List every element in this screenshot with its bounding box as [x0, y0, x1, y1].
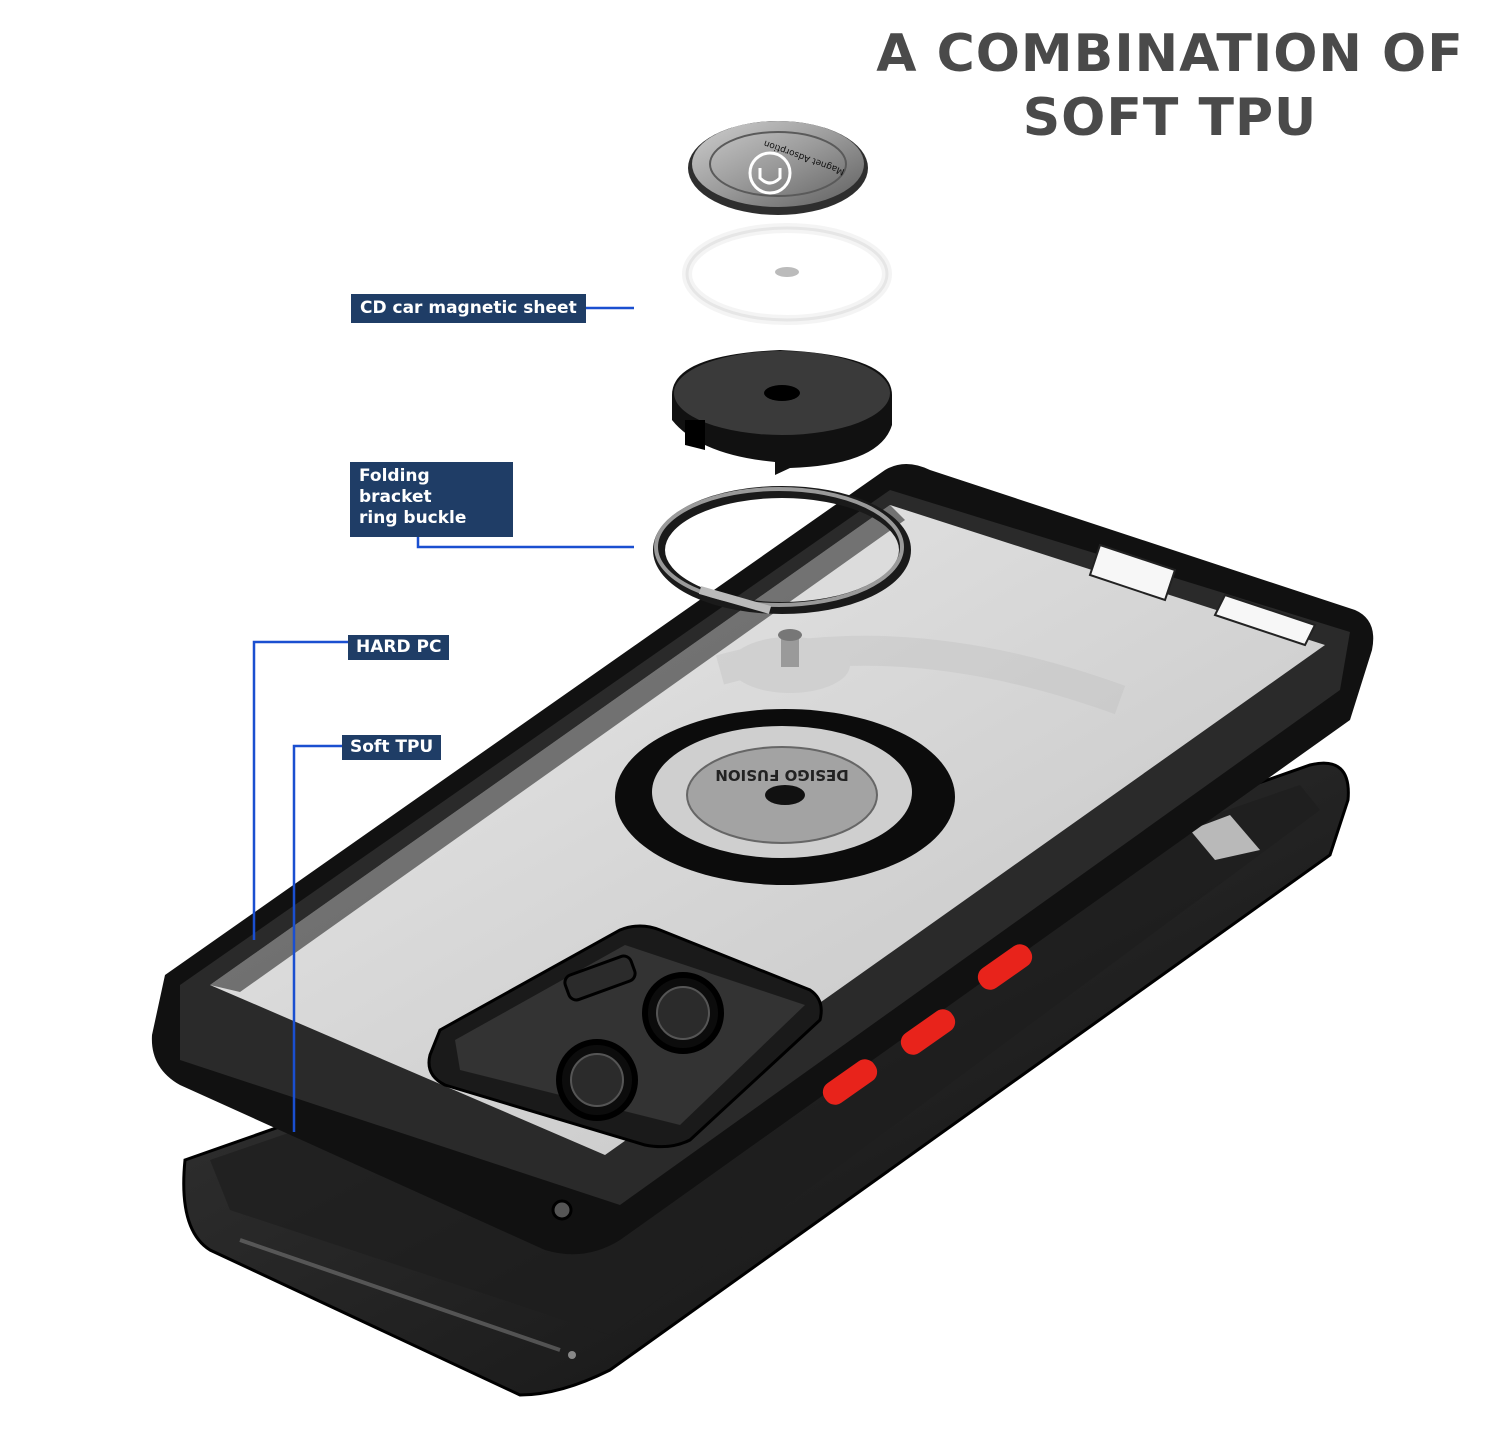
callout-soft-tpu: Soft TPU: [342, 735, 442, 760]
callout-folding-bracket: Folding bracket ring buckle: [350, 462, 513, 537]
headline-line-1: A COMBINATION OF: [876, 24, 1464, 84]
black-ring-base-disc: [672, 350, 892, 475]
camera-module: [427, 924, 823, 1149]
pivot-stub: [730, 629, 850, 693]
headline: A COMBINATION OF SOFT TPU: [820, 22, 1500, 150]
side-buttons: [822, 944, 1033, 1105]
callout-hard-pc: HARD PC: [348, 635, 450, 660]
headline-line-2: SOFT TPU: [1022, 88, 1318, 148]
magnet-icon: [748, 151, 792, 195]
white-adhesive-disc: [682, 223, 892, 325]
callout-cd-car-magnetic-sheet: CD car magnetic sheet: [351, 294, 586, 323]
lanyard-hole: [551, 1199, 573, 1221]
soft-tpu-leader: [292, 744, 345, 1132]
ring-base-engraving: DESIGO FUSION: [715, 766, 848, 784]
magnetic-sheet-disc: Magnet Adsorption: [688, 121, 868, 215]
ring-holder-base: DESIGO FUSION: [615, 709, 955, 885]
folding-ring-buckle: [653, 486, 911, 614]
hard-pc-leader: [252, 640, 348, 940]
